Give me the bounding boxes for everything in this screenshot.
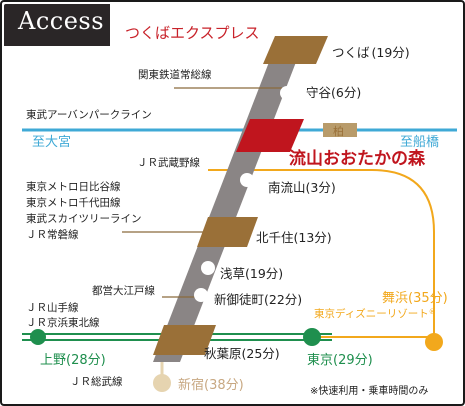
jr-yamanote-label: ＪＲ山手線 (26, 301, 79, 314)
toei-oedo-label: 都営大江戸線 (92, 284, 155, 297)
station-maihama-dot (425, 333, 443, 351)
station-shinjuku-dot (153, 374, 171, 392)
jr-musashino-line (208, 169, 435, 340)
kitasenju-line-2: 東京メトロ千代田線 (26, 196, 121, 209)
station-asakusa-label: 浅草(19分) (220, 266, 283, 281)
tobu-urban-park-label: 東武アーバンパークライン (26, 108, 152, 121)
tx-line-label: つくばエクスプレス (125, 24, 260, 42)
station-moriya-label: 守谷(6分) (306, 85, 361, 100)
station-tsukuba-label: つくば(19分) (332, 45, 410, 60)
kanto-joso-label: 関東鉄道常総線 (138, 68, 212, 81)
maihama-label: 舞浜(35分) (382, 291, 448, 306)
kashiwa-label: 柏 (333, 124, 344, 138)
shinjuku-label: 新宿(38分) (178, 377, 244, 393)
station-kitasenju-label: 北千住(13分) (256, 230, 332, 245)
jr-musashino-label: ＪＲ武蔵野線 (137, 156, 200, 169)
tokyo-label: 東京(29分) (307, 352, 373, 368)
station-ueno-dot (30, 329, 46, 345)
station-minaminagareyama-label: 南流山(3分) (268, 180, 336, 195)
station-kitasenju-box (197, 217, 258, 247)
funabashi-label: 至船橋 (400, 135, 439, 150)
access-title-tag: Access (4, 4, 110, 46)
station-shinokachimachi-label: 新御徒町(22分) (214, 292, 302, 307)
station-nagareyama-label: 流山おおたかの森 (289, 148, 426, 169)
station-minaminagareyama-dot (240, 173, 254, 187)
footnote: ※快速利用・乗車時間のみ (310, 384, 428, 397)
kitasenju-line-3: 東武スカイツリーライン (26, 212, 142, 225)
disney-label: 東京ディズニーリゾート® (314, 307, 436, 320)
ueno-label: 上野(28分) (40, 353, 106, 368)
kitasenju-line-1: 東京メトロ日比谷線 (26, 180, 121, 193)
station-tsukuba-box (263, 36, 328, 64)
jr-sobu-label: ＪＲ総武線 (70, 375, 123, 388)
station-asakusa-dot (201, 261, 215, 275)
station-nagareyama-box (236, 119, 304, 152)
station-moriya-dot (280, 86, 294, 100)
access-title: Access (18, 7, 105, 35)
station-kashiwa-box (323, 123, 357, 137)
kitasenju-line-4: ＪＲ常磐線 (26, 228, 79, 241)
station-shinokachimachi-dot (194, 288, 208, 302)
omiya-label: 至大宮 (32, 134, 71, 150)
station-akihabara-label: 秋葉原(25分) (204, 346, 280, 361)
station-tokyo-dot (303, 328, 321, 346)
jr-keihin-tohoku-label: ＪＲ京浜東北線 (26, 316, 100, 329)
station-akihabara-box (153, 325, 216, 355)
